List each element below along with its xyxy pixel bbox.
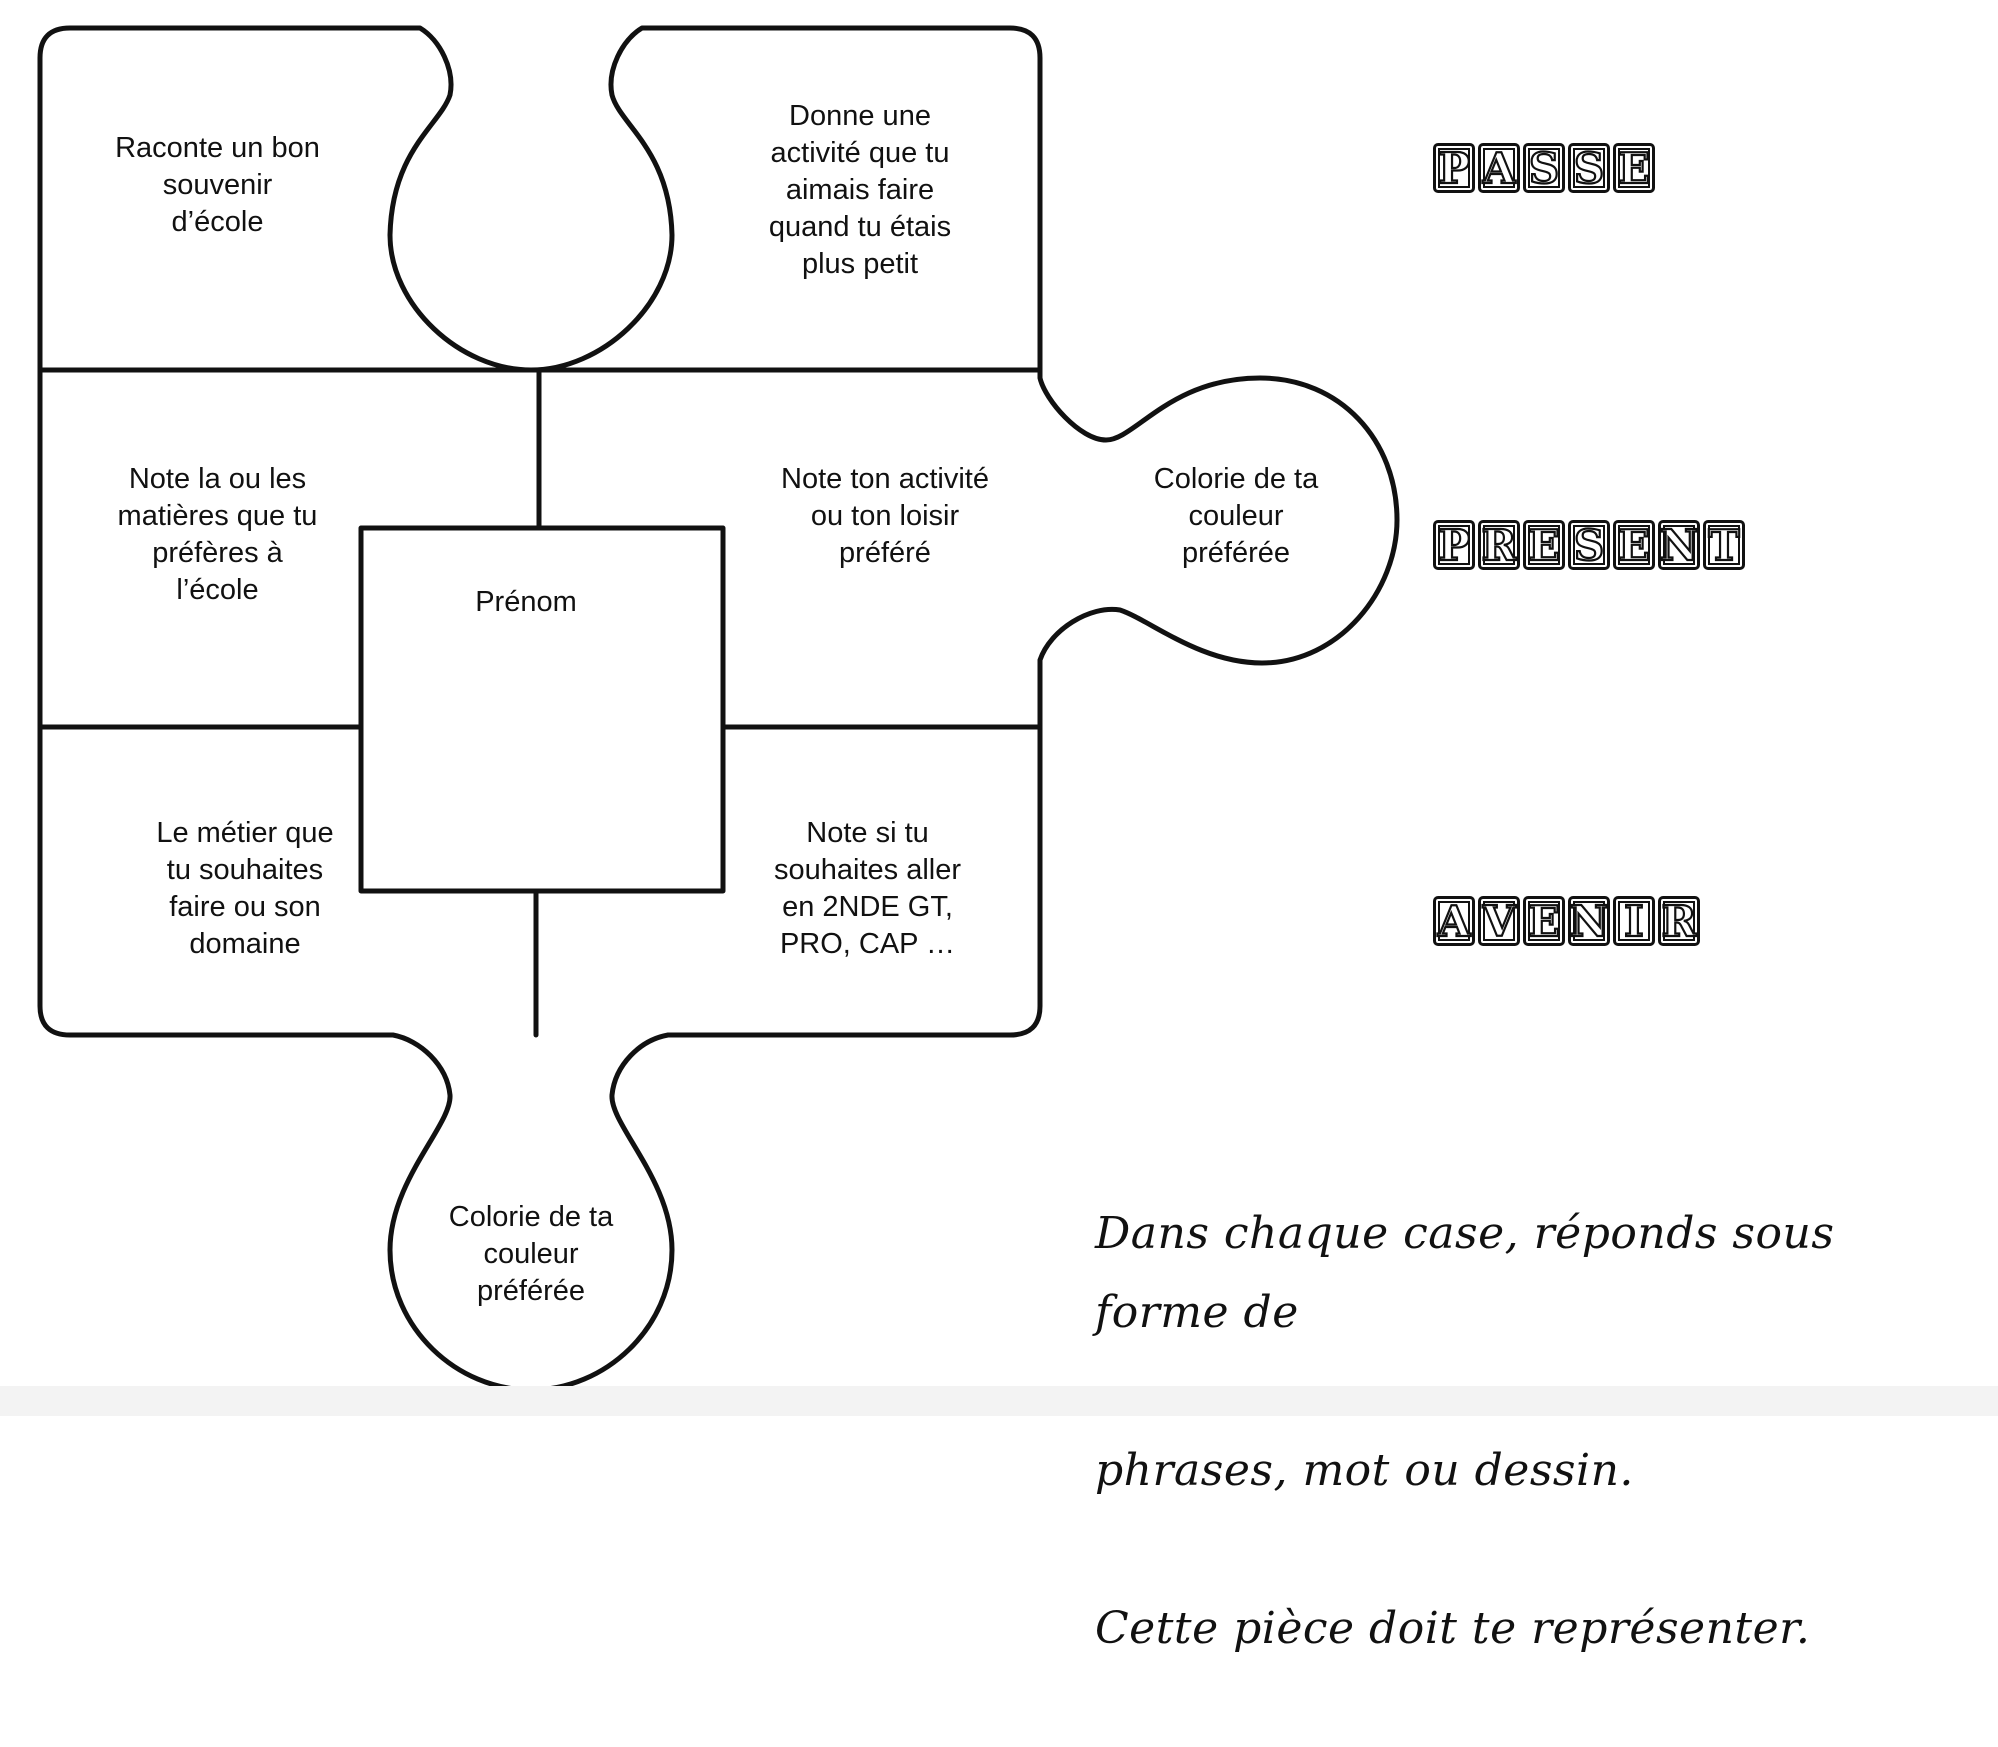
label-letter: P xyxy=(1433,519,1475,571)
label-letter: A xyxy=(1478,142,1520,194)
label-letter: E xyxy=(1613,519,1655,571)
instructions-line-2: phrases, mot ou dessin. xyxy=(1095,1445,1634,1496)
label-letter: E xyxy=(1613,142,1655,194)
label-letter: S xyxy=(1568,142,1610,194)
prompt-favorite-hobby: Note ton activité ou ton loisir préféré xyxy=(781,463,989,569)
section-label-present: P R E S E N T xyxy=(1433,519,1745,571)
label-letter: E xyxy=(1523,895,1565,947)
instructions-line-3: Cette pièce doit te représenter. xyxy=(1095,1603,1811,1654)
prompt-school-track: Note si tu souhaites aller en 2NDE GT, P… xyxy=(774,817,961,960)
label-letter: V xyxy=(1478,895,1520,947)
worksheet-page: Raconte un bon souvenir d’école Donne un… xyxy=(0,25,1998,1654)
label-letter: N xyxy=(1568,895,1610,947)
puzzle-outline xyxy=(37,25,1400,1393)
section-label-passe: P A S S E xyxy=(1433,142,1655,194)
page-bottom-edge xyxy=(0,1386,1998,1416)
label-letter: P xyxy=(1433,142,1475,194)
section-label-avenir: A V E N I R xyxy=(1433,895,1700,947)
label-letter: R xyxy=(1478,519,1520,571)
label-letter: A xyxy=(1433,895,1475,947)
label-letter: E xyxy=(1523,519,1565,571)
label-letter: N xyxy=(1658,519,1700,571)
instructions-text: Dans chaque case, réponds sous forme de … xyxy=(1095,1115,1955,1747)
label-letter: T xyxy=(1703,519,1745,571)
name-box xyxy=(358,525,726,894)
label-letter: R xyxy=(1658,895,1700,947)
label-letter: S xyxy=(1523,142,1565,194)
name-label: Prénom xyxy=(475,586,577,618)
instructions-line-1: Dans chaque case, réponds sous forme de xyxy=(1095,1208,1835,1338)
prompt-good-school-memory: Raconte un bon souvenir d’école xyxy=(115,132,320,238)
prompt-favorite-subjects: Note la ou les matières que tu préfères … xyxy=(117,463,318,606)
prompt-childhood-activity: Donne une activité que tu aimais faire q… xyxy=(768,100,952,280)
prompt-bottom-tab-color: Colorie de ta couleur préférée xyxy=(448,1201,614,1307)
label-letter: I xyxy=(1613,895,1655,947)
prompt-desired-job: Le métier que tu souhaites faire ou son … xyxy=(156,817,334,960)
label-letter: S xyxy=(1568,519,1610,571)
prompt-right-tab-color: Colorie de ta couleur préférée xyxy=(1153,463,1319,569)
puzzle-piece xyxy=(37,25,1400,1393)
